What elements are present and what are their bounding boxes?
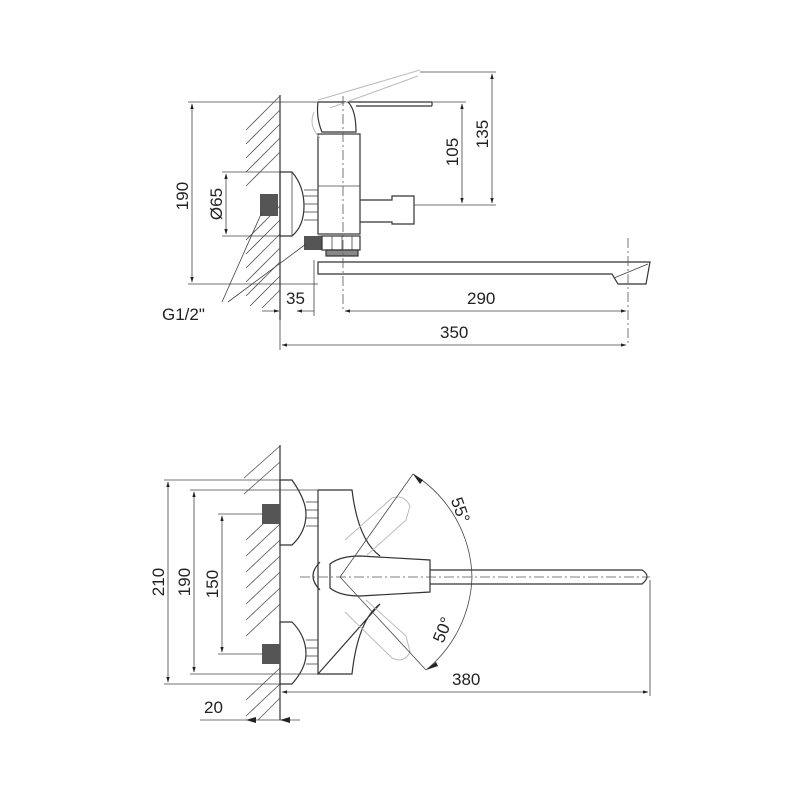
spout-top	[430, 569, 648, 585]
dim-135-label: 135	[473, 120, 492, 148]
dim-overall-depth: 350	[279, 320, 627, 350]
dim-350-label: 350	[440, 323, 468, 342]
dim-20-label: 20	[204, 698, 223, 717]
dim-inlet-spacing: 150	[203, 513, 262, 655]
escutcheon-top-lower	[279, 621, 307, 685]
escutcheon-top-upper	[279, 479, 307, 546]
lever-handle-side	[316, 101, 357, 133]
thread-callout: G1/2"	[162, 211, 307, 324]
dim-290-label: 290	[467, 289, 495, 308]
lever-top	[329, 555, 431, 597]
dim-spout-length: 380	[281, 580, 651, 696]
dim-wall-offset: 20	[200, 698, 300, 723]
spout-side	[317, 261, 651, 285]
dim-horizontal-side: 35 290	[262, 260, 627, 316]
dim-overall-height-side: 190	[173, 101, 318, 285]
dim-outer-height: 210	[149, 479, 280, 685]
dim-diameter-label: Ø65	[207, 188, 226, 220]
thread-label: G1/2"	[162, 305, 205, 324]
mixer-body-side	[317, 133, 361, 235]
dim-inner-height: 190	[175, 489, 318, 675]
lever-raised-ghost	[311, 69, 421, 139]
mixer-body-top	[316, 489, 381, 675]
angle-55-label: 55°	[447, 495, 474, 526]
inlet-thread-top-upper	[262, 504, 280, 524]
dim-380-label: 380	[452, 670, 480, 689]
dim-lever-raised-height: 135	[420, 71, 496, 204]
dim-150-label: 150	[203, 570, 222, 598]
dim-handle-height: 105	[414, 101, 496, 206]
inlet-thread-top-lower	[262, 644, 280, 664]
escutcheon-side	[279, 171, 305, 237]
lever-rotation-ghosts	[344, 496, 411, 661]
dim-190-side-label: 190	[173, 182, 192, 210]
diverter-knob-side	[360, 195, 415, 225]
dim-105-label: 105	[443, 138, 462, 166]
inlet-thread-side	[260, 194, 278, 216]
dim-210-label: 210	[149, 568, 168, 596]
dim-35-label: 35	[286, 289, 305, 308]
top-view: 55° 50° 210 190 150 20	[149, 445, 651, 723]
dim-190-top-label: 190	[175, 568, 194, 596]
wall-hatch-top	[243, 445, 281, 721]
side-view: 190 Ø65 105 135 G1/2"	[162, 69, 651, 350]
